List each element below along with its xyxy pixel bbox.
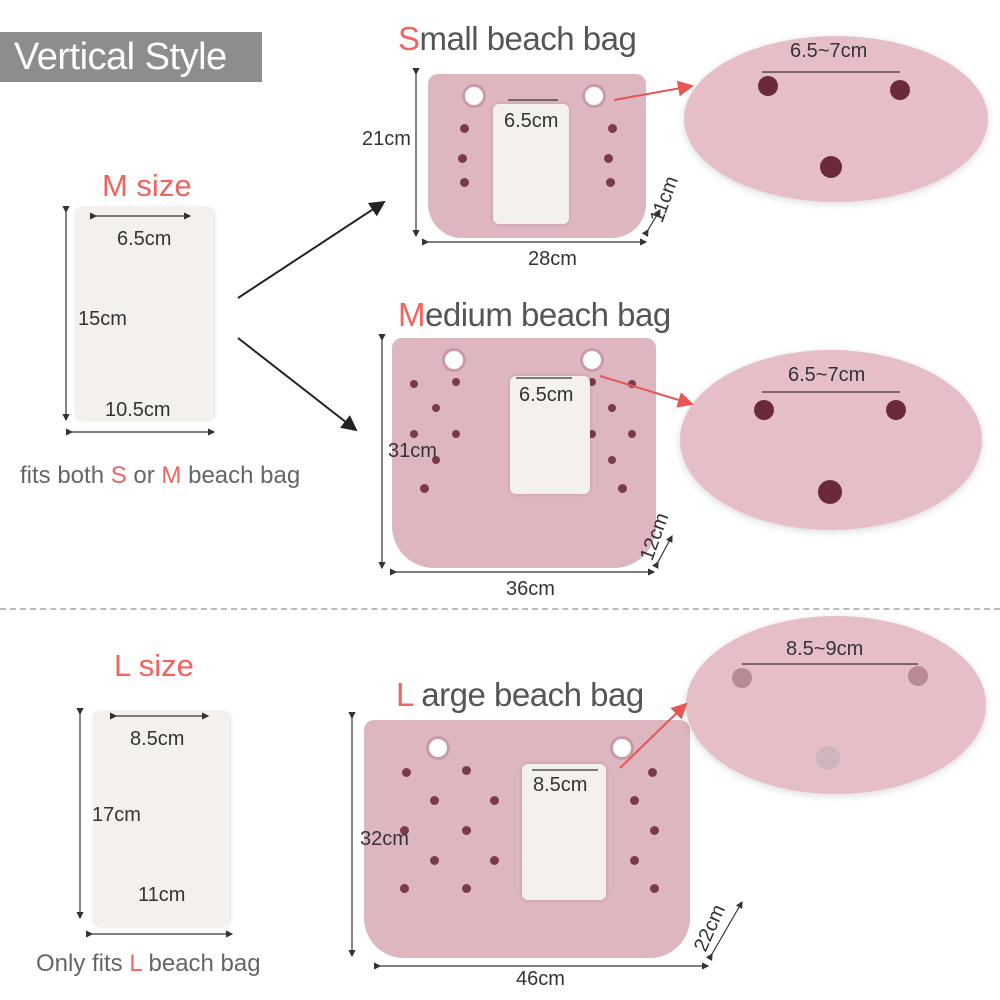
l-size-panel-image	[94, 712, 230, 926]
medium-bag-title: Medium beach bag	[398, 296, 671, 333]
medium-bag-insert-panel	[510, 376, 590, 494]
medium-bag-hole-closeup	[680, 350, 982, 530]
medium-bag-height: 31cm	[388, 440, 437, 462]
small-bag-height: 21cm	[362, 128, 411, 150]
medium-closeup-pointer	[599, 375, 694, 408]
arrow-to-small-bag	[237, 200, 386, 299]
large-bag-title: L arge beach bag	[396, 676, 644, 713]
medium-bag-width: 36cm	[506, 578, 555, 600]
l-fit-note: Only fits L beach bag	[36, 950, 261, 977]
small-bag-insert-panel	[493, 104, 569, 224]
small-closeup-pointer	[613, 80, 694, 101]
l-panel-top-width: 8.5cm	[130, 728, 185, 750]
l-panel-height: 17cm	[92, 804, 141, 826]
large-bag-width: 46cm	[516, 968, 565, 990]
m-panel-top-width: 6.5cm	[117, 228, 172, 250]
large-bag-hole-spacing: 8.5~9cm	[786, 638, 864, 660]
m-panel-bottom-width: 10.5cm	[105, 399, 171, 421]
medium-bag-hole-spacing: 6.5~7cm	[788, 364, 866, 386]
arrow-to-medium-bag	[237, 337, 358, 432]
large-bag-insert-panel	[522, 764, 606, 900]
l-size-title: L size	[114, 648, 194, 683]
style-tag: Vertical Style	[0, 32, 262, 82]
small-bag-hole-closeup	[684, 36, 988, 202]
m-size-panel-image	[76, 208, 214, 420]
large-bag-hole-closeup	[686, 616, 986, 794]
small-bag-hole-spacing: 6.5~7cm	[790, 40, 868, 62]
m-panel-height: 15cm	[78, 308, 127, 330]
large-bag-panel-width: 8.5cm	[533, 774, 588, 796]
l-panel-bottom-width: 11cm	[138, 884, 186, 906]
small-bag-panel-width: 6.5cm	[504, 110, 559, 132]
small-bag-width: 28cm	[528, 248, 577, 270]
m-fit-note: fits both S or M beach bag	[20, 462, 301, 489]
large-closeup-pointer	[619, 702, 688, 769]
medium-bag-panel-width: 6.5cm	[519, 384, 574, 406]
section-divider	[0, 608, 1000, 610]
small-bag-title: Small beach bag	[398, 20, 637, 57]
m-size-title: M size	[102, 168, 192, 203]
large-bag-height: 32cm	[360, 828, 409, 850]
